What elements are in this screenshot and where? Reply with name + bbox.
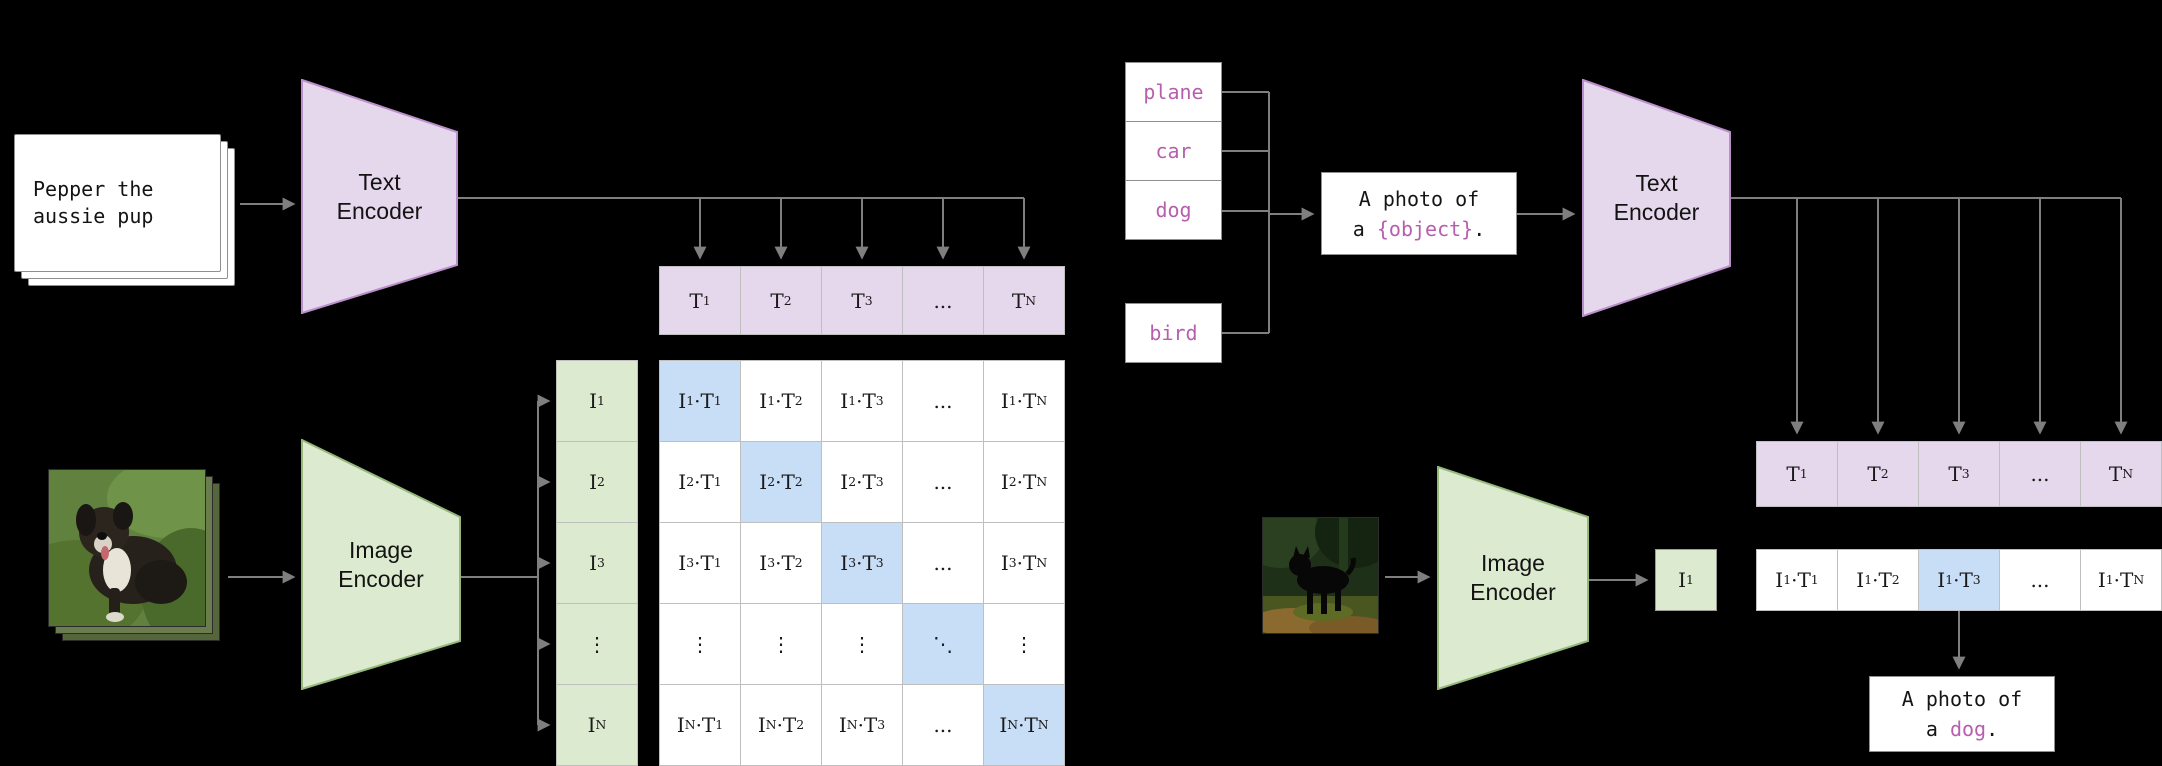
text-input-card: Pepper the aussie pup	[14, 134, 221, 272]
similarity-cell: ⋮	[660, 604, 740, 684]
score-cell: ...	[2000, 550, 2080, 610]
similarity-cell: ⋮	[984, 604, 1064, 684]
result-line2-post: .	[1986, 717, 1999, 741]
class-label-plane: plane	[1125, 62, 1222, 122]
class-label-car: car	[1125, 121, 1222, 181]
prompt-line1: A photo of	[1358, 186, 1480, 211]
result-object: dog	[1949, 717, 1987, 741]
text-embedding-cell: ...	[2000, 442, 2080, 506]
prompt-template-box: A photo of a {object}.	[1321, 172, 1517, 255]
image-embedding-cell: ⋮	[557, 604, 637, 684]
prompt-line2-post: .	[1473, 216, 1486, 241]
image-input-stack	[7, 458, 241, 652]
similarity-cell: ⋱	[903, 604, 983, 684]
similarity-cell: ...	[903, 685, 983, 765]
image-encoder-right-label: Image Encoder	[1470, 550, 1556, 605]
text-input-stack: Pepper the aussie pup	[14, 134, 250, 302]
class-label-bird: bird	[1125, 303, 1222, 363]
text-encoder-left-label: Text Encoder	[336, 168, 423, 224]
class-label-car-text: car	[1155, 139, 1192, 163]
text-embedding-cell: ...	[903, 267, 983, 334]
text-encoder-left-shape	[301, 78, 458, 315]
image-encoder-left-shape	[301, 438, 461, 691]
class-label-dog-text: dog	[1155, 198, 1192, 222]
similarity-cell: ...	[903, 442, 983, 522]
similarity-cell: ⋮	[822, 604, 902, 684]
prediction-result-box: A photo of a dog.	[1869, 676, 2055, 752]
result-line2-pre: a	[1925, 717, 1950, 741]
similarity-cell: ⋮	[741, 604, 821, 684]
text-encoder-left: Text Encoder	[301, 78, 458, 315]
text-encoder-right: Text Encoder	[1582, 78, 1731, 318]
result-line2: a dog.	[1902, 714, 2022, 744]
class-label-dog: dog	[1125, 180, 1222, 240]
image-encoder-left-label: Image Encoder	[338, 536, 424, 592]
result-line1: A photo of	[1901, 687, 2023, 711]
image-encoder-right: Image Encoder	[1437, 465, 1589, 691]
prompt-line2: a {object}.	[1353, 214, 1485, 244]
prompt-object-placeholder: {object}	[1376, 216, 1474, 241]
prompt-line2-pre: a	[1352, 216, 1377, 241]
text-input-value: Pepper the aussie pup	[33, 177, 154, 228]
text-encoder-right-shape	[1582, 78, 1731, 318]
class-label-bird-text: bird	[1149, 321, 1198, 345]
class-label-plane-text: plane	[1143, 80, 1204, 104]
similarity-cell: ...	[903, 523, 983, 603]
similarity-cell: ...	[903, 361, 983, 441]
text-encoder-right-label: Text Encoder	[1613, 170, 1700, 225]
dog-image	[1239, 496, 1395, 640]
image-encoder-left: Image Encoder	[301, 438, 461, 691]
image-encoder-right-shape	[1437, 465, 1589, 691]
puppy-image	[7, 458, 241, 652]
